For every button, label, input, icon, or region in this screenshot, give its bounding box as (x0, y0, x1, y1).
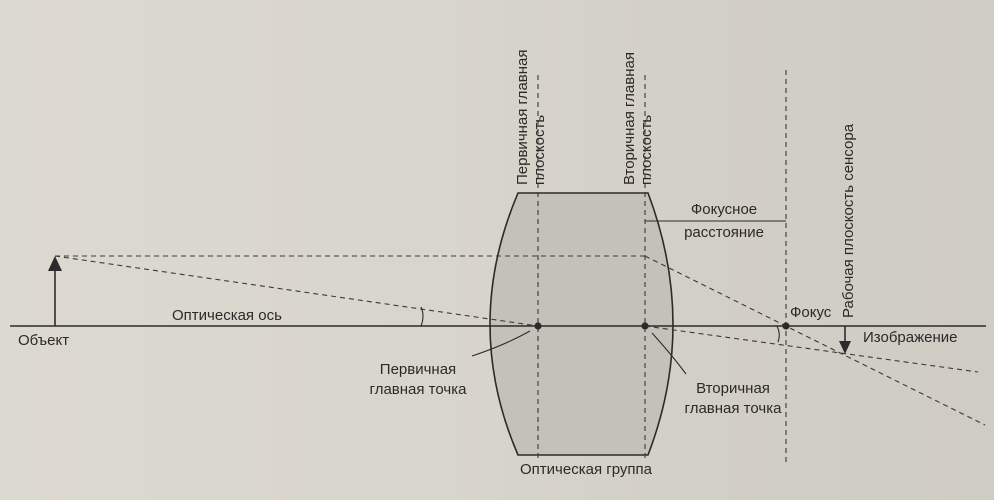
optical-axis-label: Оптическая ось (172, 307, 282, 324)
object-arrow-head (48, 256, 62, 271)
ray-chief-in (54, 255, 539, 327)
secondary-principal-point (641, 322, 649, 330)
focus-point (782, 322, 790, 330)
svg-text:плоскость: плоскость (531, 115, 548, 185)
lens-body (489, 192, 674, 456)
focus-label: Фокус (790, 304, 832, 321)
primary-plane-label: Первичная главная плоскость (514, 50, 548, 186)
angle-arc-right (776, 325, 780, 343)
primary-point-label-1: Первичная (380, 361, 456, 378)
pointer-primary-point (471, 330, 531, 357)
svg-text:Рабочая плоскость сенсора: Рабочая плоскость сенсора (840, 123, 857, 318)
object-label: Объект (18, 332, 69, 349)
focal-distance-label-1: Фокусное (691, 201, 757, 218)
svg-text:Вторичная главная: Вторичная главная (621, 52, 638, 185)
pointer-secondary-point (651, 332, 687, 375)
image-arrow-head (839, 341, 851, 354)
image-label: Изображение (863, 329, 958, 346)
optical-group-label: Оптическая группа (520, 461, 653, 478)
secondary-point-label-1: Вторичная (696, 380, 770, 397)
ray-chief-out (644, 325, 979, 373)
focal-distance-label-2: расстояние (684, 224, 764, 241)
primary-principal-point (534, 322, 542, 330)
angle-arc-left (420, 306, 424, 327)
secondary-point-label-2: главная точка (685, 400, 783, 417)
secondary-plane-label: Вторичная главная плоскость (621, 52, 655, 185)
ray-through-focus (644, 255, 986, 426)
svg-text:Первичная главная: Первичная главная (514, 50, 531, 186)
sensor-plane-label: Рабочая плоскость сенсора (840, 123, 857, 318)
primary-point-label-2: главная точка (370, 381, 468, 398)
svg-text:плоскость: плоскость (638, 115, 655, 185)
